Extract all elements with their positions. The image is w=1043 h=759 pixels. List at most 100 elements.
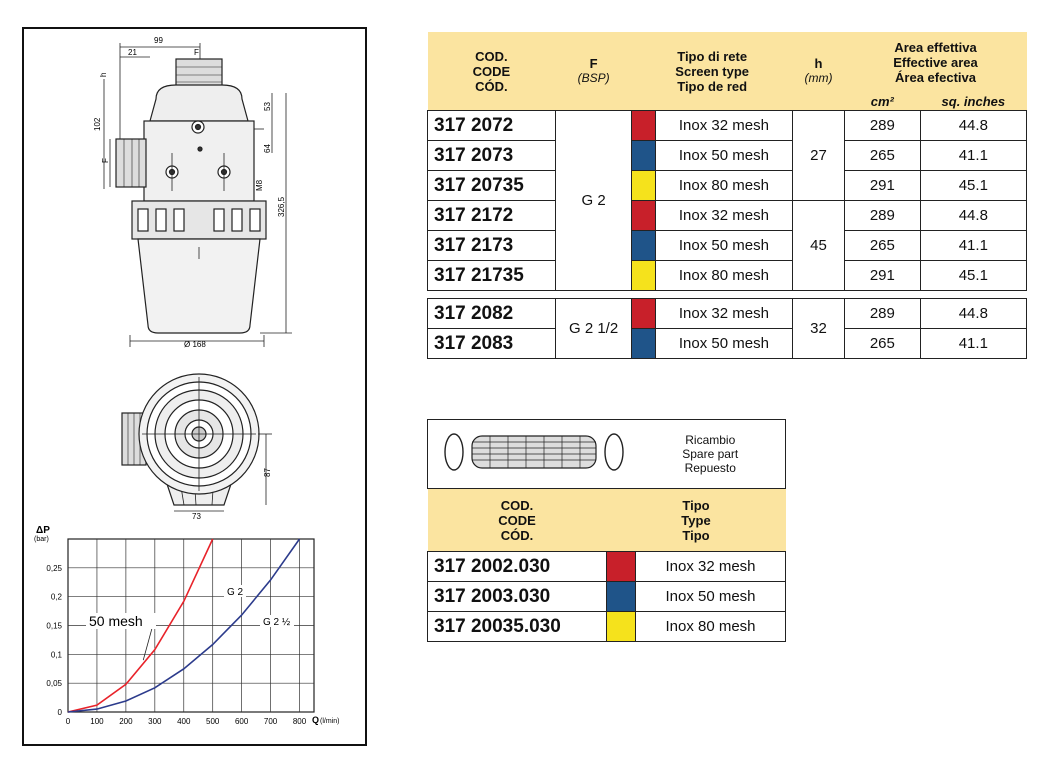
y-axis-unit: (bar) (34, 536, 49, 543)
table-row: 317 2072 G 2 Inox 32 mesh 27 289 44.8 (427, 110, 1028, 291)
row-h-27: 27 (791, 110, 846, 201)
filter-top-view (121, 373, 272, 512)
x-axis-unit: (l/min) (320, 718, 339, 725)
x-tick-label: 400 (177, 717, 191, 726)
spare-header-type: Tipo Type Tipo (606, 488, 786, 552)
table-row: 317 20735 Inox 80 mesh 291 45.1 (427, 170, 1028, 201)
spare-row: 317 2003.030 Inox 50 mesh (427, 581, 786, 612)
x-tick-label: 600 (235, 717, 249, 726)
row-type: Inox 32 mesh (654, 298, 793, 329)
row-f-g2: G 2 (554, 110, 633, 291)
mesh-label: 50 mesh (89, 613, 143, 629)
color-swatch-red (631, 200, 656, 231)
g212-label-bg (260, 615, 294, 627)
row-type: Inox 32 mesh (654, 110, 793, 141)
spare-header-type-it: Tipo (682, 497, 710, 513)
dim-168: Ø 168 (184, 340, 206, 349)
spare-row: 317 20035.030 Inox 80 mesh (427, 611, 786, 642)
row-type: Inox 50 mesh (654, 140, 793, 171)
y-tick-label: 0,2 (51, 593, 63, 602)
dim-h: h (99, 73, 108, 77)
row-cm2: 291 (844, 170, 921, 201)
y-tick-label: 0,15 (46, 622, 62, 631)
y-tick-label: 0,1 (51, 650, 63, 659)
g212-curve-label: G 2 ½ (263, 617, 291, 628)
row-cm2: 265 (844, 140, 921, 171)
row-f-g212: G 2 1/2 (554, 298, 633, 359)
dim-f-top: F (194, 48, 199, 57)
header-area-es: Área efectiva (895, 69, 976, 85)
y-tick-labels: 00,050,10,150,20,25 (46, 564, 62, 717)
spare-row-type: Inox 32 mesh (635, 551, 786, 582)
header-f-sub: (BSP) (577, 71, 610, 85)
header-code-en: CODE (472, 63, 511, 79)
row-cm2: 289 (844, 200, 921, 231)
spare-row-code: 317 2002.030 (427, 551, 607, 582)
dim-73: 73 (192, 512, 201, 521)
spare-part-label: Ricambio Spare part Repuesto (635, 419, 786, 489)
chart-grid (67, 538, 315, 713)
screen-cartridge-icon (444, 433, 624, 471)
y-tick-label: 0,25 (46, 564, 62, 573)
series-line-g2-half (67, 538, 301, 713)
row-sq: 41.1 (919, 140, 1028, 171)
x-tick-label: 800 (293, 717, 307, 726)
x-axis-label: Q (312, 715, 319, 725)
dim-99: 99 (154, 36, 163, 45)
table-row: 317 2173 Inox 50 mesh 265 41.1 (427, 230, 1028, 261)
row-h-45: 45 (791, 200, 846, 291)
row-sq: 41.1 (919, 230, 1028, 261)
spare-header-code: COD. CODE CÓD. (427, 488, 607, 552)
row-cm2: 265 (844, 328, 921, 359)
dim-64: 64 (263, 144, 272, 153)
row-sq: 45.1 (919, 260, 1028, 291)
dim-m8: M8 (255, 179, 264, 191)
spare-label-es: Repuesto (684, 461, 736, 475)
filter-side-view (103, 43, 292, 347)
color-swatch-yellow (606, 611, 636, 642)
table-row: 317 2073 Inox 50 mesh 265 41.1 (427, 140, 1028, 171)
color-swatch-blue (631, 230, 656, 261)
dim-326: 326,5 (277, 196, 286, 217)
row-code: 317 2173 (427, 230, 556, 261)
y-tick-label: 0,05 (46, 679, 62, 688)
header-sq-inches: sq. inches (920, 92, 1027, 111)
color-swatch-red (631, 298, 656, 329)
header-area-en: Effective area (893, 54, 978, 70)
header-code: COD. CODE CÓD. (427, 32, 556, 111)
row-sq: 45.1 (919, 170, 1028, 201)
row-cm2: 289 (844, 110, 921, 141)
dim-102: 102 (93, 117, 102, 131)
header-f-label: F (589, 56, 598, 71)
header-type-es: Tipo de red (677, 78, 748, 94)
header-area: Area effettiva Effective area Área efect… (844, 32, 1027, 92)
row-type: Inox 50 mesh (654, 230, 793, 261)
dim-53: 53 (263, 102, 272, 111)
spare-row-type: Inox 80 mesh (635, 611, 786, 642)
spare-header-code-it: COD. (500, 497, 534, 513)
header-f: F (BSP) (555, 32, 632, 111)
spare-part-table: Ricambio Spare part Repuesto COD. CODE C… (427, 419, 786, 642)
spare-header-type-en: Type (681, 512, 711, 528)
color-swatch-red (606, 551, 636, 582)
filter-models-table: COD. CODE CÓD. F (BSP) Tipo di rete Scre… (427, 32, 1028, 359)
table-row: 317 2172 Inox 32 mesh 45 289 44.8 (427, 200, 1028, 291)
header-h-label: h (814, 56, 823, 71)
header-h-sub: (mm) (804, 71, 833, 85)
spare-row-code: 317 2003.030 (427, 581, 607, 612)
y-axis-label: ΔP (36, 525, 50, 536)
row-h-32: 32 (791, 298, 846, 359)
x-tick-label: 100 (90, 717, 104, 726)
color-swatch-blue (631, 328, 656, 359)
header-cm2: cm² (844, 92, 921, 111)
g2-label-bg (224, 585, 246, 597)
row-type: Inox 50 mesh (654, 328, 793, 359)
x-tick-label: 0 (66, 717, 71, 726)
row-sq: 41.1 (919, 328, 1028, 359)
header-type-en: Screen type (675, 63, 749, 79)
row-cm2: 291 (844, 260, 921, 291)
row-type: Inox 80 mesh (654, 260, 793, 291)
row-sq: 44.8 (919, 298, 1028, 329)
